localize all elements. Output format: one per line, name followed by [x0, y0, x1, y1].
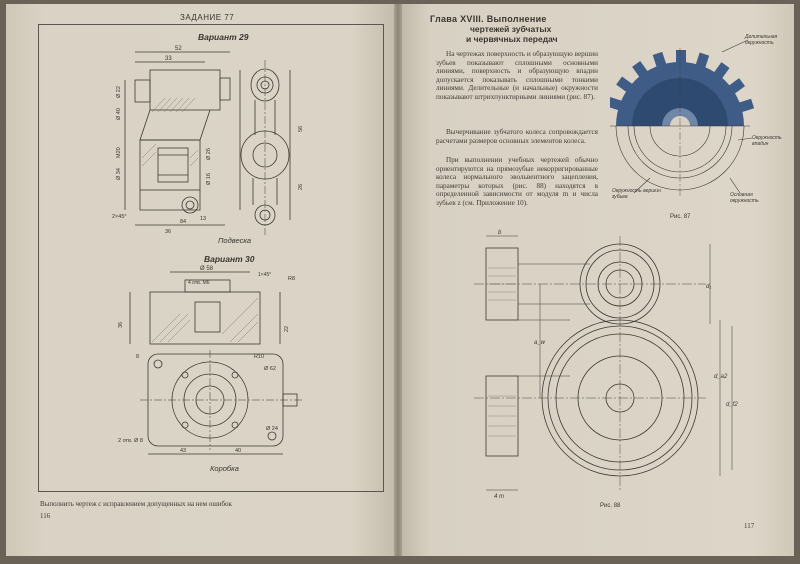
svg-text:a_w: a_w [534, 340, 546, 346]
svg-text:2 отв. Ø 8: 2 отв. Ø 8 [118, 438, 143, 444]
svg-text:36: 36 [165, 229, 171, 235]
svg-text:Ø 24: Ø 24 [266, 426, 278, 432]
variant29-heading: Вариант 29 [198, 32, 249, 42]
paragraph-3: При выполнении учебных чертежей обычно о… [436, 156, 598, 207]
fig87-gear-drawing [610, 39, 755, 198]
svg-text:52: 52 [175, 46, 182, 52]
svg-text:4 m: 4 m [494, 494, 504, 500]
assignment-title: ЗАДАНИЕ 77 [180, 13, 235, 22]
svg-text:84: 84 [180, 219, 186, 225]
assignment-frame [38, 24, 384, 492]
svg-text:40: 40 [235, 448, 241, 454]
variant29-drawing: 52 33 Ø 22 Ø 40 M20 Ø 34 Ø 26 Ø 16 2×45°… [112, 46, 304, 235]
svg-text:36: 36 [118, 322, 124, 328]
svg-text:d_a2: d_a2 [714, 374, 728, 380]
svg-text:56: 56 [298, 126, 304, 132]
chapter-title-line1: Глава XVIII. Выполнение [430, 14, 547, 24]
svg-text:d₁: d₁ [706, 284, 711, 290]
fig87-label-base: Основная окружность [730, 192, 759, 204]
gear-teeth-section [610, 50, 755, 126]
svg-text:Ø 26: Ø 26 [206, 148, 212, 160]
svg-text:Ø 22: Ø 22 [116, 86, 122, 98]
fig88-gear-pair-drawing: b d₁ a_w d_a2 d_f2 4 m [474, 230, 738, 500]
footer-note: Выполнить чертеж с исправлением допущенн… [40, 500, 232, 508]
variant30-drawing: Ø 58 4 отв. M6 1×45° R8 36 22 8 R10 Ø 62… [118, 266, 302, 455]
svg-text:d_f2: d_f2 [726, 402, 738, 408]
svg-text:1×45°: 1×45° [258, 272, 271, 278]
svg-text:M20: M20 [116, 147, 122, 158]
variant30-top-view [140, 350, 302, 455]
svg-text:Ø 62: Ø 62 [264, 366, 276, 372]
variant29-side-view [240, 60, 291, 235]
svg-text:26: 26 [298, 184, 304, 190]
svg-text:Ø 40: Ø 40 [116, 108, 122, 120]
svg-text:4 отв. M6: 4 отв. M6 [188, 280, 210, 286]
paragraph-2: Вычерчивание зубчатого колеса сопровожда… [436, 128, 598, 145]
svg-text:Ø 34: Ø 34 [116, 168, 122, 180]
variant29-caption: Подвеска [218, 236, 252, 245]
svg-text:R8: R8 [288, 276, 295, 282]
variant30-heading: Вариант 30 [204, 254, 255, 264]
fig87-label-tip: Окружность вершин зубьев [612, 188, 661, 200]
chapter-title-line3: и червячных передач [466, 34, 558, 44]
right-page-number: 117 [744, 522, 755, 530]
fig88-caption: Рис. 88 [600, 503, 621, 509]
fig87-label-pitch: Делительная окружность [745, 34, 778, 46]
svg-text:R10: R10 [254, 354, 264, 360]
variant29-front-view [124, 51, 241, 226]
svg-text:33: 33 [165, 56, 172, 62]
variant30-caption: Коробка [210, 464, 239, 473]
svg-text:Ø 16: Ø 16 [206, 173, 212, 185]
svg-text:13: 13 [200, 216, 206, 222]
svg-text:8: 8 [136, 354, 139, 360]
paragraph-1: На чертежах поверхность и образующую вер… [436, 50, 598, 101]
svg-text:22: 22 [284, 326, 290, 332]
svg-text:b: b [498, 230, 502, 236]
fig87-caption: Рис. 87 [670, 214, 691, 220]
variant30-front-view [129, 271, 281, 345]
left-page-number: 116 [40, 512, 51, 520]
book-gutter [394, 4, 402, 556]
svg-text:Ø 58: Ø 58 [200, 266, 214, 272]
svg-text:43: 43 [180, 448, 186, 454]
svg-text:2×45°: 2×45° [112, 214, 127, 220]
fig87-label-root: Окружность впадин [752, 135, 782, 147]
chapter-title-line2: чертежей зубчатых [470, 24, 552, 34]
